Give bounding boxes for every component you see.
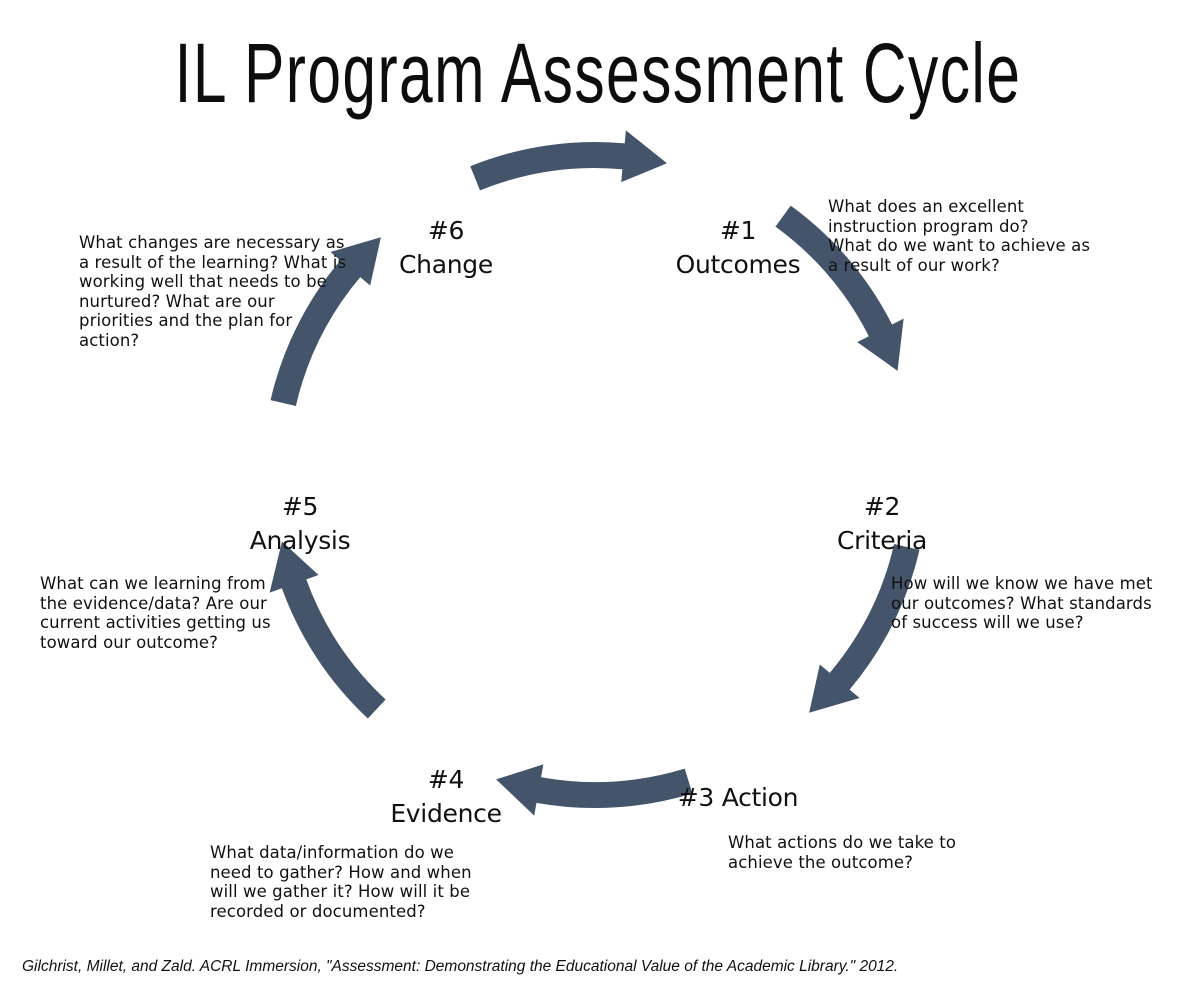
step-label-action: #3 Action [672,781,804,815]
step-questions-evidence: What data/information do we need to gath… [210,843,472,921]
step-label-outcomes: #1 Outcomes [668,214,808,282]
step-number: #5 [281,492,319,521]
page-title: IL Program Assessment Cycle [174,26,1022,120]
question-line: a result of our work? [828,255,1000,275]
step-questions-action: What actions do we take to achieve the o… [728,833,956,872]
step-name: Evidence [390,799,502,828]
arrow-change-to-outcomes [470,130,667,191]
question-line: What actions do we take to [728,833,957,852]
arrow-criteria-to-action [809,544,920,713]
question-line: What changes are necessary as [79,233,345,252]
question-line: What do we want to achieve as [828,236,1091,255]
step-label-evidence: #4 Evidence [376,763,516,831]
step-questions-criteria: How will we know we have met our outcome… [891,574,1153,633]
step-questions-outcomes: What does an excellent instruction progr… [828,197,1090,275]
citation: Gilchrist, Millet, and Zald. ACRL Immers… [22,958,899,975]
step-questions-analysis: What can we learning from the evidence/d… [40,574,271,652]
step-number: #4 [427,765,465,794]
arrow-analysis-to-change [270,237,381,406]
question-line: will we gather it? How will it be [210,882,471,901]
question-line: What does an excellent [828,197,1024,216]
question-line: action? [79,330,140,350]
question-line: achieve the outcome? [728,852,914,872]
step-number: #3 [677,783,715,812]
question-line: of success will we use? [891,613,1084,632]
step-number: #1 [719,216,757,245]
question-line: current activities getting us [40,613,271,632]
step-name: Action [721,783,799,812]
step-questions-change: What changes are necessary as a result o… [79,233,346,350]
question-line: toward our outcome? [40,632,219,652]
arrow-evidence-to-analysis [269,541,386,719]
question-line: How will we know we have met [891,574,1153,593]
question-line: need to gather? How and when [210,862,472,882]
question-line: the evidence/data? Are our [40,593,267,613]
step-label-analysis: #5 Analysis [230,490,370,558]
arrow-action-to-evidence [496,764,693,816]
question-line: What can we learning from [40,574,266,593]
question-line: a result of the learning? What is [79,252,347,272]
step-name: Criteria [836,526,927,555]
arrow-outcomes-to-criteria [775,205,904,371]
step-number: #6 [427,216,465,245]
question-line: priorities and the plan for [79,311,293,330]
step-label-change: #6 Change [376,214,516,282]
question-line: nurtured? What are our [79,291,275,311]
question-line: What data/information do we [210,843,454,862]
step-name: Analysis [249,526,351,555]
question-line: recorded or documented? [210,901,426,921]
question-line: working well that needs to be [79,272,327,291]
step-number: #2 [863,492,901,521]
step-name: Outcomes [675,250,801,279]
question-line: instruction program do? [828,216,1029,236]
step-name: Change [399,250,493,279]
step-label-criteria: #2 Criteria [812,490,952,558]
question-line: our outcomes? What standards [891,593,1152,613]
